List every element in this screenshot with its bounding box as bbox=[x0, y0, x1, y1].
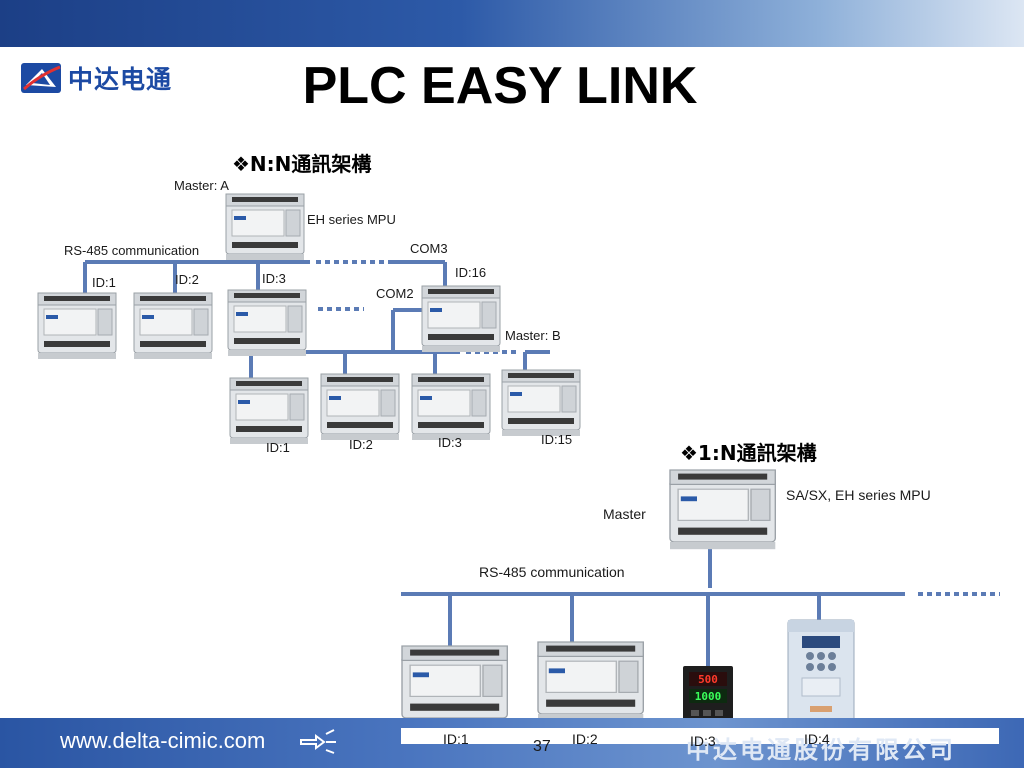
one-n-id-1: ID:1 bbox=[443, 731, 469, 747]
page-number: 37 bbox=[533, 738, 551, 755]
sa-sx-mpu-label: SA/SX, EH series MPU bbox=[786, 487, 931, 503]
nn-dotted-lines bbox=[316, 260, 518, 354]
com2-label: COM2 bbox=[376, 286, 414, 301]
temp-display-top: 500 bbox=[698, 673, 718, 686]
one-n-id-4: ID:4 bbox=[804, 731, 830, 747]
nn-top-id-1: ID:1 bbox=[92, 275, 116, 290]
rs485-label-nn: RS-485 communication bbox=[64, 243, 200, 258]
eh-mpu-label: EH series MPU bbox=[307, 212, 396, 227]
plc-nn-bottom-15 bbox=[501, 369, 581, 437]
footer-company: 中达电通股份有限公司 bbox=[686, 736, 956, 764]
nn-top-id-3: ID:3 bbox=[262, 271, 286, 286]
footer-panel bbox=[401, 728, 999, 744]
header-band bbox=[0, 0, 1024, 47]
plc-one-n-master bbox=[669, 469, 776, 550]
company-logo: 中达电通 bbox=[20, 58, 198, 98]
nn-bottom-id-2: ID:2 bbox=[349, 437, 373, 452]
plc-nn-top-1 bbox=[37, 292, 117, 360]
page-title: PLC EASY LINK bbox=[302, 57, 698, 115]
delta-logo-icon bbox=[21, 63, 61, 93]
plc-nn-top-3 bbox=[227, 289, 307, 357]
logo-text: 中达电通 bbox=[68, 65, 173, 94]
one-n-id-2: ID:2 bbox=[572, 731, 598, 747]
plc-one-n-id1 bbox=[401, 645, 508, 726]
nn-bottom-id-3: ID:3 bbox=[438, 435, 462, 450]
nn-top-id-16: ID:16 bbox=[455, 265, 487, 280]
nn-bottom-id-15: ID:15 bbox=[541, 432, 573, 447]
plc-one-n-id2 bbox=[537, 641, 644, 722]
temperature-controller: 500 1000 bbox=[683, 666, 733, 726]
rs485-label-one-n: RS-485 communication bbox=[479, 564, 625, 580]
one-n-master-label: Master bbox=[603, 506, 646, 522]
nn-bottom-id-1: ID:1 bbox=[266, 440, 290, 455]
ac-motor-drive bbox=[787, 619, 855, 727]
plc-master-b bbox=[421, 285, 501, 353]
plc-master-a bbox=[225, 193, 305, 261]
master-a-label: Master: A bbox=[174, 178, 229, 193]
nn-top-id-2: ID:2 bbox=[175, 272, 199, 287]
one-n-id-3: ID:3 bbox=[690, 733, 716, 749]
plc-nn-bottom-3 bbox=[411, 373, 491, 441]
pointer-hand-icon bbox=[300, 729, 336, 754]
plc-nn-top-2 bbox=[133, 292, 213, 360]
plc-nn-bottom-1 bbox=[229, 377, 309, 445]
plc-nn-bottom-2 bbox=[320, 373, 400, 441]
one-n-heading: ❖1:N通訊架構 bbox=[680, 441, 817, 465]
nn-heading: ❖N:N通訊架構 bbox=[232, 152, 372, 176]
nn-plc-units bbox=[37, 193, 581, 445]
master-b-label: Master: B bbox=[505, 328, 561, 343]
temp-display-bottom: 1000 bbox=[695, 690, 722, 703]
com3-label: COM3 bbox=[410, 241, 448, 256]
footer-url: www.delta-cimic.com bbox=[60, 728, 266, 753]
